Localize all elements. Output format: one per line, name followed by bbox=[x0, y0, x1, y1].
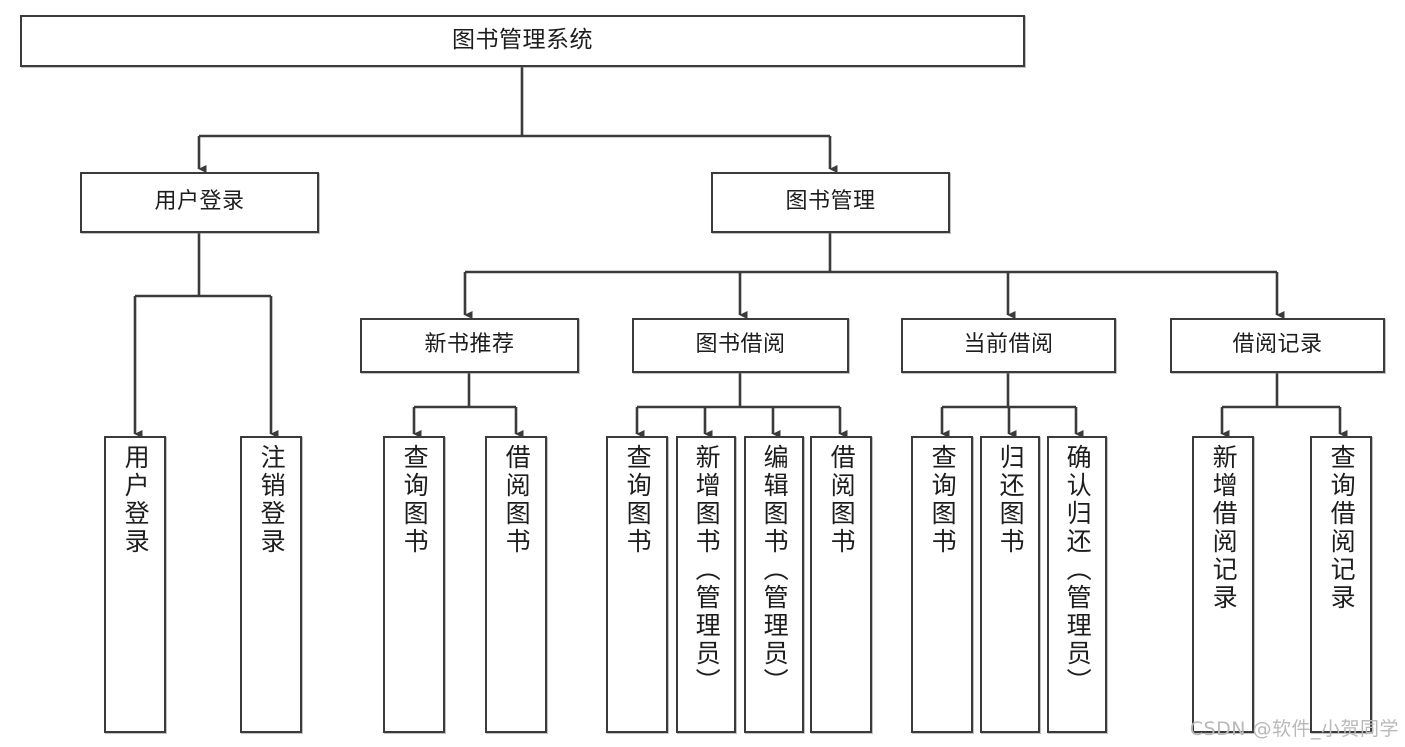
node-leaf-add-record-label: 新增借阅记录 bbox=[1209, 444, 1239, 612]
node-leaf-borrow-book-2-label: 借阅图书 bbox=[827, 444, 857, 556]
node-current-borrow[interactable]: 当前借阅 bbox=[901, 318, 1116, 373]
node-leaf-query-book-1[interactable]: 查询图书 bbox=[383, 436, 445, 733]
node-leaf-query-record[interactable]: 查询借阅记录 bbox=[1310, 436, 1372, 733]
node-book-borrow-label: 图书借阅 bbox=[695, 332, 786, 358]
node-leaf-query-book-2[interactable]: 查询图书 bbox=[606, 436, 668, 733]
node-book-manage[interactable]: 图书管理 bbox=[711, 172, 950, 233]
node-leaf-edit-book-label: 编辑图书（管理员） bbox=[760, 444, 790, 696]
node-leaf-borrow-book-2[interactable]: 借阅图书 bbox=[810, 436, 872, 733]
node-current-borrow-label: 当前借阅 bbox=[963, 332, 1054, 358]
node-leaf-user-login[interactable]: 用户登录 bbox=[104, 436, 166, 733]
node-leaf-add-record[interactable]: 新增借阅记录 bbox=[1192, 436, 1254, 733]
node-user-login-label: 用户登录 bbox=[154, 189, 245, 215]
node-leaf-confirm-return-label: 确认归还（管理员） bbox=[1063, 444, 1093, 696]
node-leaf-query-book-1-label: 查询图书 bbox=[400, 444, 430, 556]
node-leaf-user-login-label: 用户登录 bbox=[121, 444, 151, 556]
node-new-book-recommend-label: 新书推荐 bbox=[424, 332, 515, 358]
node-leaf-add-book[interactable]: 新增图书（管理员） bbox=[676, 436, 736, 733]
node-leaf-confirm-return[interactable]: 确认归还（管理员） bbox=[1047, 436, 1107, 733]
node-root[interactable]: 图书管理系统 bbox=[20, 15, 1025, 67]
node-leaf-return-book[interactable]: 归还图书 bbox=[980, 436, 1040, 733]
node-user-login[interactable]: 用户登录 bbox=[80, 172, 319, 233]
node-leaf-query-book-3[interactable]: 查询图书 bbox=[911, 436, 973, 733]
node-leaf-borrow-book-1-label: 借阅图书 bbox=[502, 444, 532, 556]
node-leaf-logout[interactable]: 注销登录 bbox=[240, 436, 302, 733]
node-leaf-add-book-label: 新增图书（管理员） bbox=[692, 444, 722, 696]
node-leaf-borrow-book-1[interactable]: 借阅图书 bbox=[485, 436, 547, 733]
node-new-book-recommend[interactable]: 新书推荐 bbox=[360, 318, 579, 373]
node-root-label: 图书管理系统 bbox=[452, 27, 593, 54]
node-borrow-record-label: 借阅记录 bbox=[1232, 332, 1323, 358]
node-borrow-record[interactable]: 借阅记录 bbox=[1170, 318, 1385, 373]
csdn-watermark: CSDN @软件_小贺同学 bbox=[1189, 718, 1399, 740]
node-book-borrow[interactable]: 图书借阅 bbox=[632, 318, 849, 373]
node-leaf-query-book-3-label: 查询图书 bbox=[928, 444, 958, 556]
node-leaf-query-book-2-label: 查询图书 bbox=[623, 444, 653, 556]
node-leaf-edit-book[interactable]: 编辑图书（管理员） bbox=[744, 436, 804, 733]
node-book-manage-label: 图书管理 bbox=[785, 189, 876, 215]
node-leaf-query-record-label: 查询借阅记录 bbox=[1327, 444, 1357, 612]
node-leaf-return-book-label: 归还图书 bbox=[996, 444, 1026, 556]
node-leaf-logout-label: 注销登录 bbox=[257, 444, 287, 556]
